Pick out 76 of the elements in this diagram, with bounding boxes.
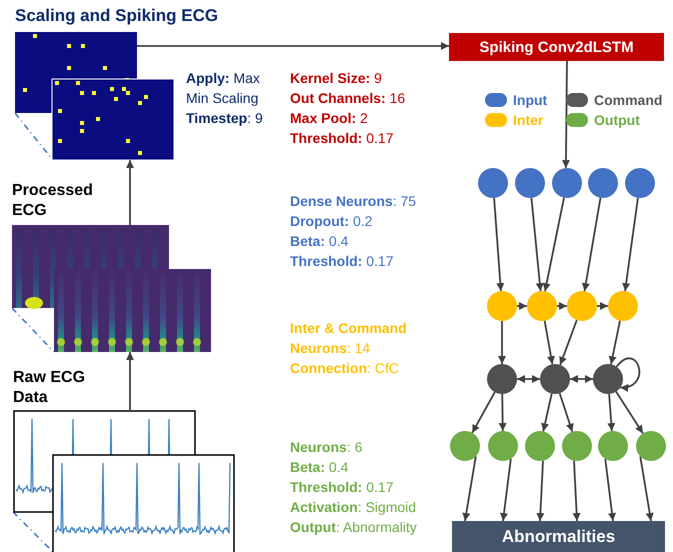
arrow xyxy=(498,321,506,364)
arrow xyxy=(500,458,512,522)
legend-label: Command xyxy=(594,92,662,108)
arrow xyxy=(639,456,654,522)
parameter-text: Inter & Command xyxy=(290,319,407,338)
arrow xyxy=(559,320,578,366)
arrow xyxy=(498,394,507,432)
heading: Scaling and Spiking ECG xyxy=(15,6,220,26)
arrow xyxy=(126,352,134,410)
neuron-circle xyxy=(487,364,517,394)
arrow xyxy=(607,394,616,432)
parameter-text: Activation: Sigmoid xyxy=(290,498,416,517)
parameter-text: Neurons: 14 xyxy=(290,339,370,358)
parameter-text: Threshold: 0.17 xyxy=(290,252,394,271)
heading: Raw ECG Data xyxy=(13,368,86,408)
neuron-circle xyxy=(478,168,508,198)
neuron-circle xyxy=(487,291,517,321)
process-box: Spiking Conv2dLSTM xyxy=(449,33,664,61)
arrow xyxy=(558,392,574,432)
parameter-text: Max Pool: 2 xyxy=(290,109,368,128)
arrow xyxy=(562,61,570,168)
neuron-circle xyxy=(636,431,666,461)
neuron-circle xyxy=(608,291,638,321)
neuron-circle xyxy=(450,431,480,461)
neuron-circle xyxy=(588,168,618,198)
parameter-text: Threshold: 0.17 xyxy=(290,129,394,148)
arrow xyxy=(542,198,565,292)
arrow xyxy=(544,320,555,364)
legend-label: Input xyxy=(513,92,548,108)
parameter-text: Beta: 0.4 xyxy=(290,232,348,251)
legend-label: Inter xyxy=(513,112,544,128)
neuron-circle xyxy=(488,431,518,461)
arrow xyxy=(557,302,567,310)
neuron-circle xyxy=(598,431,628,461)
arrow xyxy=(615,391,644,434)
parameter-text: Apply: Max Min Scaling xyxy=(186,69,261,108)
arrow xyxy=(536,460,544,522)
arrow xyxy=(570,375,593,383)
arrow xyxy=(597,302,608,310)
process-box: Abnormalities xyxy=(452,521,665,552)
arrow xyxy=(604,458,616,522)
arrow xyxy=(582,198,602,292)
arrow xyxy=(493,198,504,292)
parameter-text: Threshold: 0.17 xyxy=(290,478,394,497)
neuron-circle xyxy=(567,291,597,321)
parameter-text: Beta: 0.4 xyxy=(290,458,348,477)
arrow xyxy=(616,358,640,391)
arrow xyxy=(471,392,496,434)
arrow xyxy=(572,460,581,522)
arrow xyxy=(137,42,449,50)
arrow xyxy=(517,375,540,383)
neuron-circle xyxy=(525,431,555,461)
parameter-text: Dense Neurons: 75 xyxy=(290,192,416,211)
parameter-text: Connection: CfC xyxy=(290,359,399,378)
parameter-text: Kernel Size: 9 xyxy=(290,69,382,88)
arrow xyxy=(608,320,621,364)
parameter-text: Dropout: 0.2 xyxy=(290,212,372,231)
neuron-circle xyxy=(625,168,655,198)
neuron-circle xyxy=(593,364,623,394)
legend-label: Output xyxy=(594,112,640,128)
neuron-circle xyxy=(552,168,582,198)
parameter-text: Out Channels: 16 xyxy=(290,89,406,108)
neuron-circle xyxy=(562,431,592,461)
parameter-text: Neurons: 6 xyxy=(290,438,362,457)
neuron-circle xyxy=(527,291,557,321)
arrow xyxy=(462,456,477,522)
arrow xyxy=(541,393,553,432)
arrow xyxy=(530,198,544,292)
parameter-text: Timestep: 9 xyxy=(186,109,263,128)
arrow xyxy=(517,302,527,310)
parameter-text: Output: Abnormality xyxy=(290,518,417,537)
arrow xyxy=(622,198,639,292)
neuron-circle xyxy=(515,168,545,198)
heading: Processed ECG xyxy=(12,181,94,221)
neuron-circle xyxy=(540,364,570,394)
arrow xyxy=(126,160,134,225)
